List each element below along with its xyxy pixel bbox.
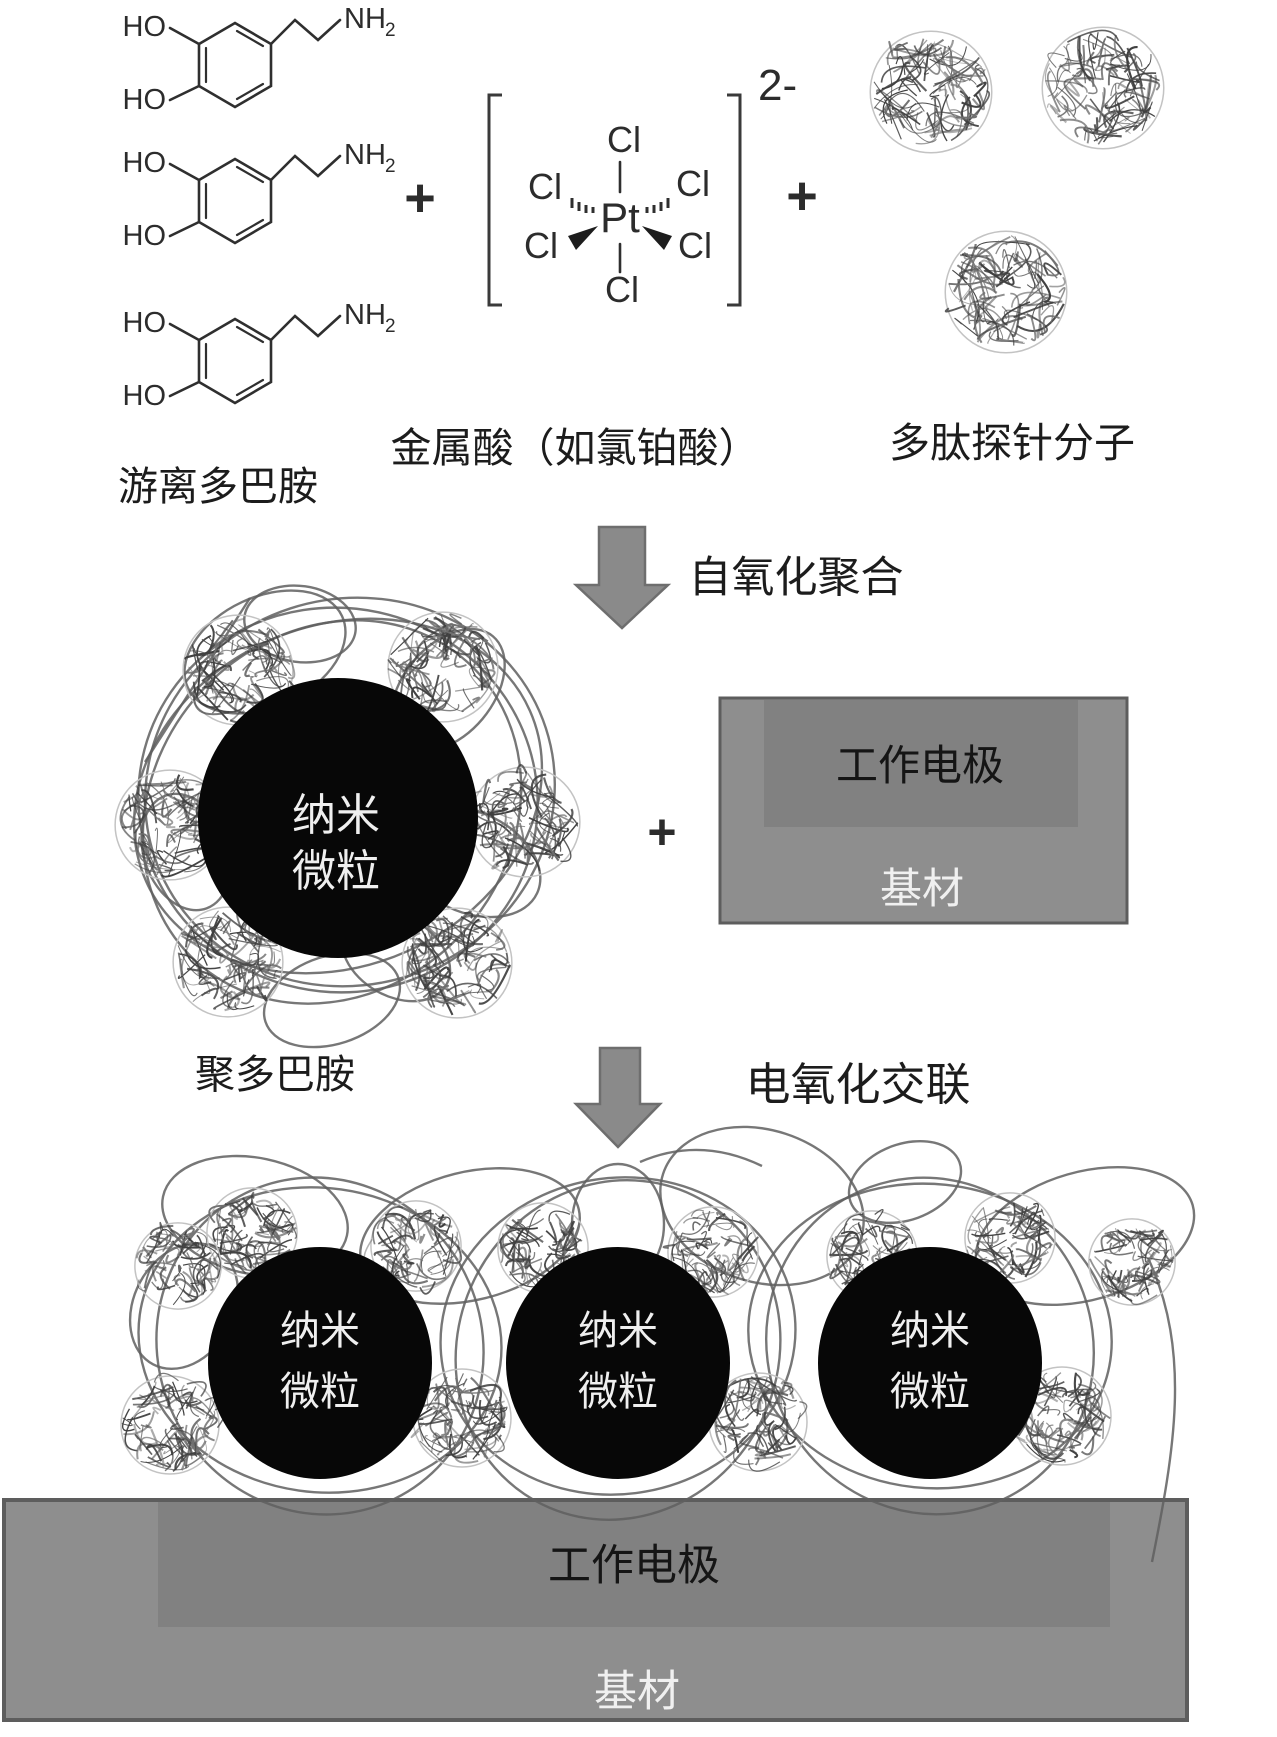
down-arrow-icon-step1 — [572, 525, 672, 630]
protein-blob — [410, 1368, 512, 1468]
working-electrode-rect-small — [764, 700, 1078, 827]
dopamine-label: 游离多巴胺 — [118, 465, 318, 509]
peptide-label: 多肽探针分子 — [889, 420, 1135, 466]
peptide-probe-blobs — [869, 26, 1165, 354]
bracket-left — [487, 93, 502, 307]
cl-label-upper-left: Cl — [528, 166, 562, 207]
dopamine-structure-3 — [121, 297, 397, 414]
working-electrode-rect-large — [158, 1502, 1110, 1627]
protein-blob — [363, 1200, 462, 1295]
plus-operator-2: + — [786, 166, 818, 226]
protein-blob — [869, 30, 993, 154]
protein-blob — [387, 611, 499, 723]
polydopamine-nanoparticle — [198, 678, 478, 958]
protein-blob — [172, 906, 284, 1018]
substrate-label-large: 基材 — [594, 1668, 680, 1716]
film-nanoparticle-2 — [506, 1247, 730, 1479]
working-electrode-label-large: 工作电极 — [548, 1542, 720, 1590]
protein-blob — [708, 1372, 808, 1472]
hashed-wedge-upper-left — [570, 198, 595, 213]
solid-wedge-lower-right — [642, 226, 672, 250]
cl-label-lower-left: Cl — [524, 225, 558, 266]
protein-blob — [134, 1221, 222, 1310]
protein-blob — [1041, 26, 1165, 150]
protein-blob — [182, 614, 299, 726]
protein-blob — [944, 230, 1068, 354]
metal-acid-complex: 2- Pt Cl Cl Cl Cl Cl Cl — [487, 61, 797, 310]
down-arrow-icon-step2 — [573, 1046, 663, 1149]
hashed-wedge-upper-right — [645, 198, 670, 213]
cl-label-top: Cl — [607, 119, 641, 160]
step2-label: 电氧化交联 — [745, 1059, 970, 1110]
protein-blob — [206, 1187, 298, 1279]
cl-label-lower-right: Cl — [678, 225, 712, 266]
protein-blob — [401, 907, 513, 1019]
electrode-block-small: 工作电极 基材 — [718, 696, 1129, 925]
dopamine-structure-2 — [121, 137, 397, 254]
protein-blob — [469, 764, 581, 878]
charge-superscript: 2- — [758, 61, 797, 110]
pt-atom-label: Pt — [600, 194, 640, 241]
middle-particle-text-line2: 微粒 — [292, 847, 380, 896]
film-nanoparticle-1 — [208, 1247, 432, 1479]
cl-label-bottom: Cl — [605, 269, 639, 310]
polydopamine-label: 聚多巴胺 — [195, 1053, 355, 1097]
protein-blob — [1088, 1218, 1176, 1306]
substrate-label-small: 基材 — [880, 865, 964, 912]
plus-operator-3: + — [647, 804, 676, 860]
solid-wedge-lower-left — [568, 226, 598, 250]
film-nanoparticle-3 — [818, 1247, 1042, 1479]
cl-label-upper-right: Cl — [676, 163, 710, 204]
step1-label: 自氧化聚合 — [689, 554, 904, 602]
protein-blob — [120, 1372, 228, 1475]
metal-acid-label: 金属酸（如氯铂酸） — [391, 425, 760, 471]
peptide-blobs-on-film — [120, 1187, 1176, 1475]
bracket-right — [727, 93, 742, 307]
dopamine-structure-1 — [121, 1, 397, 118]
plus-operator-1: + — [404, 168, 436, 228]
middle-particle-text-line1: 纳米 — [292, 791, 380, 840]
protein-blob — [964, 1192, 1056, 1284]
working-electrode-label-small: 工作电极 — [836, 742, 1004, 789]
electrode-block-large: 工作电极 基材 — [2, 1498, 1189, 1722]
